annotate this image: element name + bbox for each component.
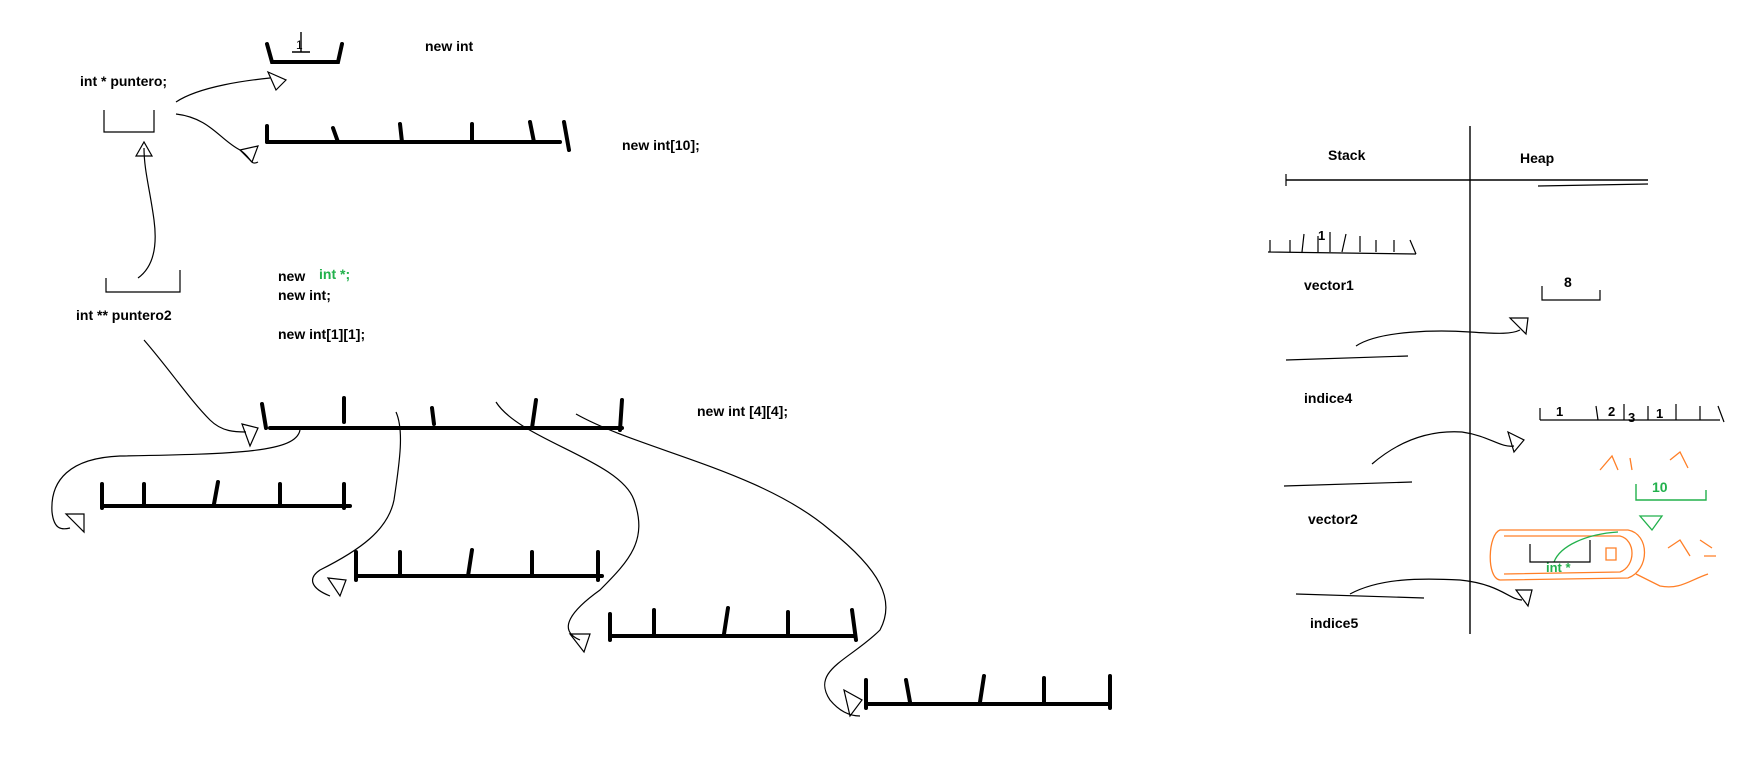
arrow-indice4-to-heap <box>1371 431 1515 465</box>
arrow-head-3 <box>238 145 259 164</box>
arrow-head-row0 <box>64 513 85 534</box>
row-pointer-array <box>260 396 624 432</box>
arrow-head-2 <box>266 70 288 92</box>
sub-array-1 <box>354 548 604 582</box>
stack-header: Stack <box>1328 147 1366 163</box>
label-green-int-pointer: int *; <box>319 266 350 282</box>
label-new-int-array: new int[10]; <box>622 137 700 153</box>
stack-line-3 <box>1295 593 1425 599</box>
heap-green-box <box>1635 484 1707 501</box>
arrow-head-vector2 <box>1514 589 1533 608</box>
pointer-var-box <box>103 110 155 133</box>
arrow-row3 <box>575 413 887 717</box>
stack-line-1 <box>1285 355 1409 361</box>
int-array-10 <box>265 120 571 152</box>
label-new-int-4x4: new int [4][4]; <box>697 403 788 419</box>
arrow-head-row2 <box>568 633 591 654</box>
orange-scribble <box>1489 450 1716 588</box>
left-diagram: int * puntero; new int new int[10]; new … <box>51 32 1112 718</box>
heap-array-value-1: 2 <box>1608 404 1615 419</box>
green-pointer <box>1553 531 1619 563</box>
arrow-head-4 <box>241 423 259 448</box>
arrow-puntero-to-int <box>175 77 271 103</box>
arrow-head-row1 <box>326 577 347 598</box>
sub-array-3 <box>864 674 1112 710</box>
arrow-row2 <box>495 401 640 641</box>
heap-array-value-3: 1 <box>1656 406 1663 421</box>
label-int-pointer: int * puntero; <box>80 73 167 89</box>
arrow-head-heap8 <box>1508 317 1529 336</box>
label-vector2: vector2 <box>1308 511 1358 527</box>
heap-green-value: 10 <box>1652 479 1668 495</box>
arrow-row0 <box>51 429 301 530</box>
heap-array-value-2: 3 <box>1628 410 1635 425</box>
arrow-row1 <box>312 411 402 597</box>
arrow-vector2-to-heap <box>1349 578 1523 601</box>
arrow-head-1 <box>134 140 154 157</box>
arrow-head-row3 <box>843 688 863 718</box>
arrow-vector1-to-heap <box>1355 329 1521 347</box>
arrow-head-heaparray <box>1507 430 1525 454</box>
label-new-int: new int <box>425 38 474 54</box>
label-new-int-line: new int; <box>278 287 331 303</box>
pointer2-var-box <box>105 270 181 293</box>
vector1-cell-value: 1 <box>1318 228 1325 243</box>
stack-heap-diagram: Stack Heap 1 vector1 8 indice4 1 2 3 1 <box>1267 126 1725 634</box>
green-arrow-head <box>1638 515 1664 532</box>
heap-box-8 <box>1541 286 1601 301</box>
heap-box-8-value: 8 <box>1564 274 1572 290</box>
heap-header: Heap <box>1520 150 1554 166</box>
vector1-cells: 1 <box>1267 228 1417 255</box>
sub-array-0 <box>100 480 352 510</box>
sub-array-2 <box>608 606 858 642</box>
label-new-word: new <box>278 268 305 284</box>
arrow-puntero2-to-rows <box>143 339 247 433</box>
heap-int-array: 1 2 3 1 <box>1539 404 1725 425</box>
label-new-int-2d: new int[1][1]; <box>278 326 365 342</box>
heap-int-box: 1 <box>265 32 344 64</box>
top-box-value: 1 <box>296 38 303 52</box>
label-int-pointer-pointer: int ** puntero2 <box>76 307 172 323</box>
header-end-squiggle <box>1537 183 1649 187</box>
heap-array-value-0: 1 <box>1556 404 1563 419</box>
label-vector1: vector1 <box>1304 277 1354 293</box>
heap-green-type: int * <box>1546 560 1571 575</box>
label-indice5: indice5 <box>1310 615 1358 631</box>
heap-inner-box <box>1529 540 1591 563</box>
arrow-puntero2-to-puntero <box>137 147 156 279</box>
label-indice4: indice4 <box>1304 390 1352 406</box>
stack-line-2 <box>1283 481 1413 487</box>
